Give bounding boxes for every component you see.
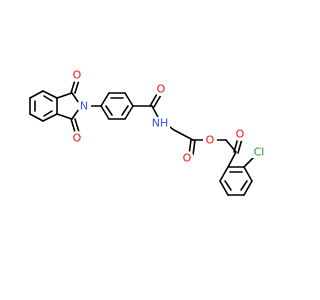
bond (219, 180, 229, 196)
bond (124, 92, 134, 107)
bonds (29, 79, 255, 196)
imide-nitrogen: N (77, 99, 91, 113)
chlorine: Cl (251, 145, 267, 159)
bond (240, 180, 248, 191)
carbonyl-oxygen-upper: O (70, 68, 84, 82)
bond (173, 129, 194, 141)
bond (100, 105, 110, 120)
bond (56, 92, 73, 99)
bond (149, 93, 158, 107)
bond (151, 105, 160, 120)
atom-label: Cl (254, 146, 265, 159)
bond (100, 92, 110, 107)
bond (43, 95, 53, 102)
bond (227, 151, 237, 168)
bond (74, 79, 80, 94)
bond (153, 94, 162, 108)
atom-labels: O O N O NH O O O (70, 68, 267, 165)
atom-label: O (206, 134, 215, 147)
bond (56, 113, 73, 120)
bond (192, 139, 196, 156)
atom-label: NH (152, 117, 169, 130)
ester-oxygen: O (203, 133, 217, 147)
bond (29, 90, 44, 99)
bond (43, 110, 53, 117)
atom-label: O (157, 83, 166, 96)
molecule-structure: O O N O NH O O O (29, 68, 267, 196)
bond (124, 105, 134, 120)
amide-nitrogen: NH (152, 117, 170, 130)
ketone-oxygen: O (233, 127, 247, 141)
bond (42, 90, 58, 99)
bond (224, 180, 232, 191)
bond (243, 166, 253, 182)
atom-label: N (80, 100, 88, 113)
bond (219, 166, 229, 182)
ester-carbonyl-oxygen: O (180, 151, 194, 165)
bond (70, 118, 76, 133)
atom-label: O (73, 69, 82, 82)
bond (29, 113, 44, 122)
bond (74, 118, 80, 133)
bond (243, 180, 253, 196)
atom-label: O (236, 128, 245, 141)
carbonyl-oxygen-lower: O (70, 131, 84, 145)
atom-label: O (73, 132, 82, 145)
atom-label: O (183, 152, 192, 165)
bond (121, 105, 129, 116)
bond (237, 138, 243, 154)
amide-oxygen: O (154, 82, 168, 96)
bond (243, 156, 255, 168)
bond (42, 113, 58, 122)
bond (70, 79, 76, 94)
bond (105, 105, 113, 116)
